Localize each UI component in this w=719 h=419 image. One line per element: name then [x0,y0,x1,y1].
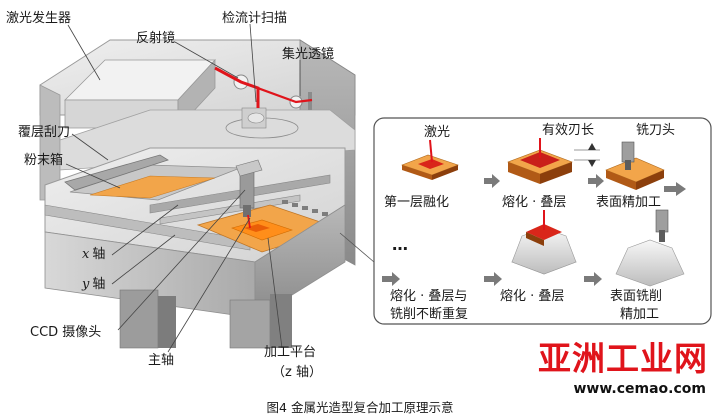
leader-lines [65,23,301,353]
y-axis-var: y [81,277,90,292]
step2-illustration [507,138,600,184]
label-z-axis: （z 轴） [272,365,322,380]
watermark-text: 亚洲工业网 [538,339,708,378]
machine-body [39,39,356,349]
label-powder-box: 粉末箱 [24,152,63,168]
label-galvanometer: 检流计扫描 [222,11,287,26]
figure-caption: 图4 金属光造型复合加工原理示意 [267,400,454,415]
label-ccd-camera: CCD 摄像头 [30,325,101,340]
label-platform: 加工平台 [264,345,316,360]
step5-illustration [511,210,577,275]
step1-illustration [401,139,459,180]
label-laser: 激光 [424,125,450,140]
label-step6-line1: 表面铣削 [610,289,662,304]
x-axis-word: 轴 [92,247,105,262]
label-spindle: 主轴 [148,353,174,368]
label-step4-line1: 熔化 · 叠层与 [390,289,467,304]
watermark-url: www.cemao.com [574,381,707,397]
flow-arrows-row1 [484,174,686,196]
watermark: 亚洲工业网 www.cemao.com [537,338,708,397]
label-step6-line2: 精加工 [620,307,659,322]
label-dots: … [392,235,408,254]
step6-illustration [615,209,685,287]
label-step5: 熔化 · 叠层 [500,289,564,304]
flow-arrows-row2 [382,272,602,286]
label-step4-line2: 铣削不断重复 [390,306,468,322]
label-laser-generator: 激光发生器 [6,10,71,26]
label-mill-head: 铣刀头 [636,123,675,138]
label-step2: 熔化 · 叠层 [502,195,566,210]
label-effective-length: 有效刃长 [542,123,594,138]
label-step1: 第一层融化 [384,195,449,210]
step3-illustration [605,141,665,190]
label-focus-lens: 集光透镜 [282,46,334,62]
process-panel: 激光 有效刃长 铣刀头 第一层融化 熔化 · 叠层 表面精加工 … 熔化 · 叠… [339,117,712,325]
label-mirror: 反射镜 [136,30,175,46]
label-recoater: 覆层刮刀 [18,125,70,140]
label-step3: 表面精加工 [596,195,661,210]
y-axis-word: 轴 [92,277,105,292]
x-axis-var: x [82,247,90,262]
